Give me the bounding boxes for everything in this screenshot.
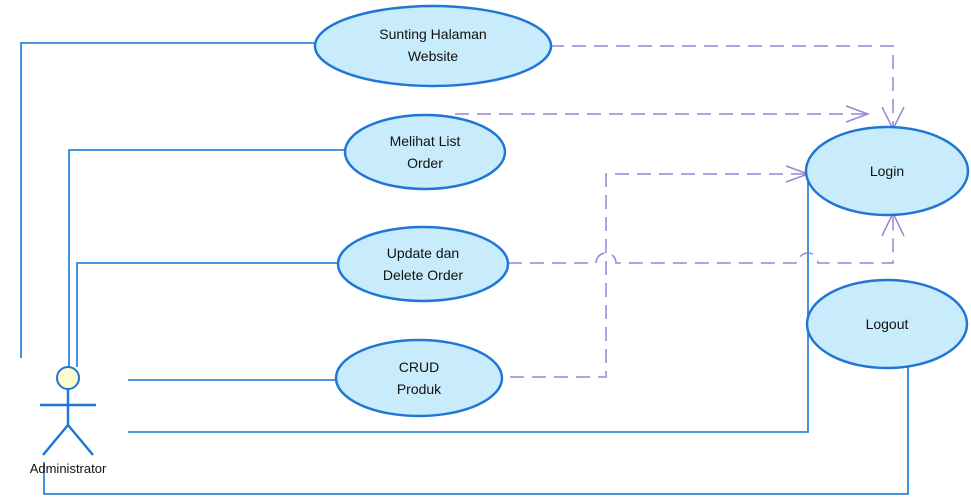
dep-crud-login [510,173,806,378]
use-case-melihat-list-order[interactable]: Melihat List Order [343,113,507,191]
assoc-update [76,262,338,367]
use-case-label: Produk [397,381,442,397]
actor-head-icon [56,366,80,390]
dep-update-login [508,214,894,264]
assoc-logout [43,367,909,495]
use-case-label: Delete Order [383,267,463,283]
use-case-label: Sunting Halaman [379,26,486,42]
actor-right-leg [67,424,94,456]
use-case-label: Logout [866,316,909,332]
arrowhead-melihat [845,105,871,123]
use-case-label: CRUD [399,359,439,375]
assoc-melihat [68,149,346,367]
actor-administrator[interactable]: Administrator [30,366,107,476]
actor-left-leg [42,424,69,456]
actor-label: Administrator [30,461,107,476]
use-case-label: Login [870,163,904,179]
use-case-crud-produk[interactable]: CRUD Produk [334,338,504,418]
dep-sunting-login [550,45,894,128]
assoc-login [128,175,809,433]
use-case-label: Melihat List [390,133,461,149]
use-case-update-delete-order[interactable]: Update dan Delete Order [336,225,510,303]
use-case-logout[interactable]: Logout [805,278,969,370]
use-case-label: Order [407,155,443,171]
use-case-label: Website [408,48,459,64]
assoc-sunting [20,42,315,358]
use-case-login[interactable]: Login [804,125,970,217]
use-case-label: Update dan [387,245,459,261]
use-case-sunting-halaman-website[interactable]: Sunting Halaman Website [313,4,553,88]
